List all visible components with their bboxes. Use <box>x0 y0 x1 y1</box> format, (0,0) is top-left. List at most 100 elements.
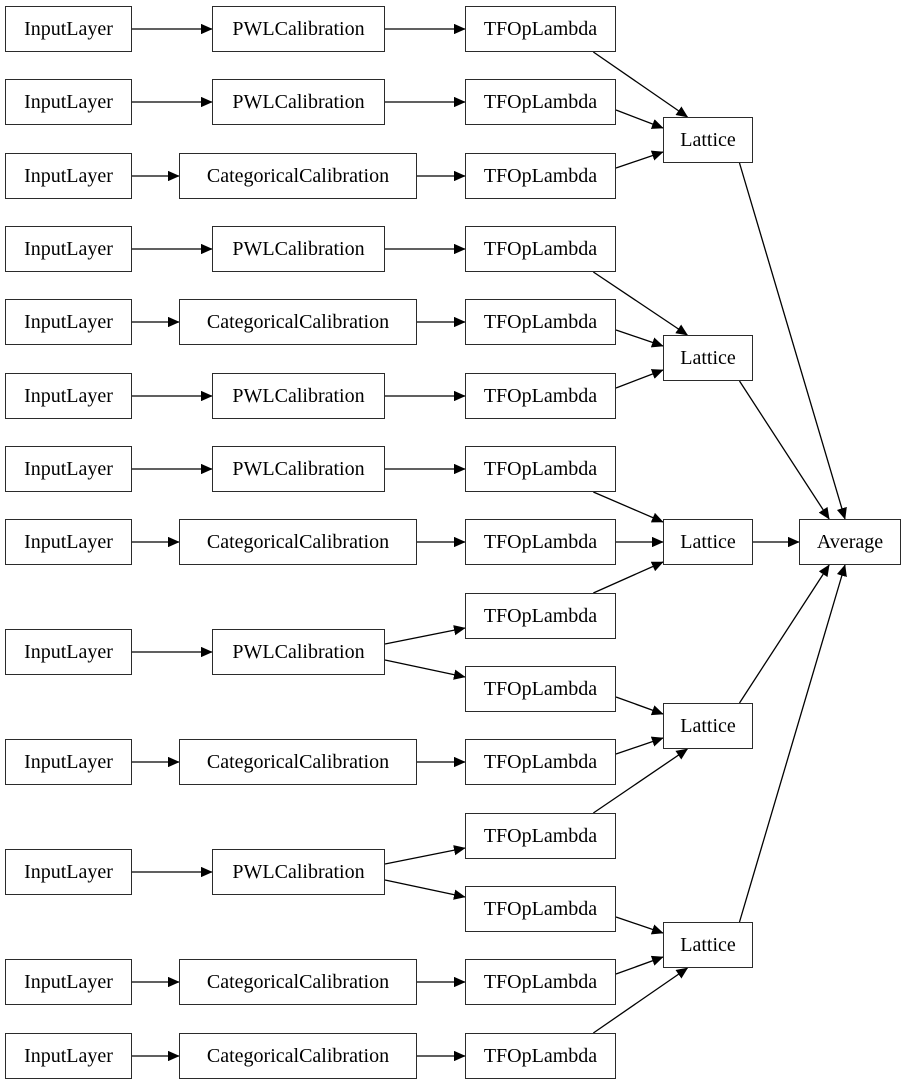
lattice-node: Lattice <box>663 117 753 163</box>
node-label: Lattice <box>680 531 736 553</box>
edge-tf9-lat3 <box>593 561 664 594</box>
node-label: PWLCalibration <box>232 641 365 663</box>
tfoplambda-node: TFOpLambda <box>465 446 616 492</box>
node-label: CategoricalCalibration <box>206 751 390 773</box>
node-label: InputLayer <box>24 385 113 407</box>
edge-tf12-lat4 <box>592 748 688 814</box>
tfoplambda-node: TFOpLambda <box>465 6 616 52</box>
edge-tf14-lat5 <box>615 955 664 975</box>
node-label: TFOpLambda <box>483 458 598 480</box>
node-label: InputLayer <box>24 861 113 883</box>
node-label: InputLayer <box>24 91 113 113</box>
edge-tf1-lat1 <box>592 51 689 118</box>
edge-tf5-lat2 <box>615 329 664 348</box>
categoricalcalibration-node: CategoricalCalibration <box>179 519 417 565</box>
edge-cal11-tf12 <box>384 845 466 865</box>
average-node: Average <box>799 519 901 565</box>
node-label: PWLCalibration <box>232 18 365 40</box>
node-label: PWLCalibration <box>232 91 365 113</box>
node-label: InputLayer <box>24 165 113 187</box>
node-label: TFOpLambda <box>483 91 598 113</box>
inputlayer-node: InputLayer <box>5 849 132 895</box>
categoricalcalibration-node: CategoricalCalibration <box>179 959 417 1005</box>
edge-lat5-avg <box>738 564 847 923</box>
categoricalcalibration-node: CategoricalCalibration <box>179 153 417 199</box>
inputlayer-node: InputLayer <box>5 1033 132 1079</box>
node-label: PWLCalibration <box>232 861 365 883</box>
node-label: TFOpLambda <box>483 605 598 627</box>
edge-tf10-lat4 <box>615 696 664 716</box>
node-label: CategoricalCalibration <box>206 1045 390 1067</box>
node-label: Lattice <box>680 934 736 956</box>
edge-tf7-lat3 <box>593 491 664 523</box>
node-label: PWLCalibration <box>232 385 365 407</box>
inputlayer-node: InputLayer <box>5 959 132 1005</box>
node-label: CategoricalCalibration <box>206 311 390 333</box>
node-label: CategoricalCalibration <box>206 531 390 553</box>
edge-lat2-avg <box>738 380 830 520</box>
lattice-node: Lattice <box>663 335 753 381</box>
node-label: TFOpLambda <box>483 531 598 553</box>
node-label: Average <box>816 531 884 553</box>
inputlayer-node: InputLayer <box>5 79 132 125</box>
edge-tf3-lat1 <box>615 150 664 169</box>
node-label: Lattice <box>680 715 736 737</box>
inputlayer-node: InputLayer <box>5 226 132 272</box>
node-label: TFOpLambda <box>483 971 598 993</box>
tfoplambda-node: TFOpLambda <box>465 519 616 565</box>
node-label: CategoricalCalibration <box>206 971 390 993</box>
tfoplambda-node: TFOpLambda <box>465 666 616 712</box>
edge-tf6-lat2 <box>615 369 664 389</box>
node-label: InputLayer <box>24 458 113 480</box>
edge-lat1-avg <box>738 162 847 520</box>
node-label: InputLayer <box>24 641 113 663</box>
pwlcalibration-node: PWLCalibration <box>212 629 385 675</box>
node-label: CategoricalCalibration <box>206 165 390 187</box>
node-label: TFOpLambda <box>483 18 598 40</box>
node-label: TFOpLambda <box>483 385 598 407</box>
inputlayer-node: InputLayer <box>5 299 132 345</box>
tfoplambda-node: TFOpLambda <box>465 886 616 932</box>
inputlayer-node: InputLayer <box>5 629 132 675</box>
inputlayer-node: InputLayer <box>5 519 132 565</box>
edge-tf11-lat4 <box>615 736 664 755</box>
categoricalcalibration-node: CategoricalCalibration <box>179 299 417 345</box>
lattice-node: Lattice <box>663 703 753 749</box>
lattice-node: Lattice <box>663 519 753 565</box>
node-label: TFOpLambda <box>483 165 598 187</box>
edge-cal11-tf13 <box>384 879 466 900</box>
edge-cal9-tf9 <box>384 625 466 645</box>
pwlcalibration-node: PWLCalibration <box>212 849 385 895</box>
tfoplambda-node: TFOpLambda <box>465 373 616 419</box>
pwlcalibration-node: PWLCalibration <box>212 446 385 492</box>
edge-lat4-avg <box>738 564 830 704</box>
node-label: TFOpLambda <box>483 678 598 700</box>
pwlcalibration-node: PWLCalibration <box>212 226 385 272</box>
pwlcalibration-node: PWLCalibration <box>212 79 385 125</box>
categoricalcalibration-node: CategoricalCalibration <box>179 739 417 785</box>
node-label: PWLCalibration <box>232 238 365 260</box>
node-label: TFOpLambda <box>483 825 598 847</box>
node-label: TFOpLambda <box>483 238 598 260</box>
edge-tf4-lat2 <box>592 271 688 336</box>
node-label: InputLayer <box>24 751 113 773</box>
edge-tf15-lat5 <box>592 967 689 1034</box>
lattice-node: Lattice <box>663 922 753 968</box>
node-label: InputLayer <box>24 311 113 333</box>
inputlayer-node: InputLayer <box>5 153 132 199</box>
inputlayer-node: InputLayer <box>5 739 132 785</box>
edge-cal9-tf10 <box>384 659 466 680</box>
node-label: InputLayer <box>24 238 113 260</box>
tfoplambda-node: TFOpLambda <box>465 739 616 785</box>
node-label: InputLayer <box>24 531 113 553</box>
node-label: Lattice <box>680 129 736 151</box>
tfoplambda-node: TFOpLambda <box>465 593 616 639</box>
inputlayer-node: InputLayer <box>5 373 132 419</box>
node-label: TFOpLambda <box>483 751 598 773</box>
node-label: TFOpLambda <box>483 1045 598 1067</box>
tfoplambda-node: TFOpLambda <box>465 1033 616 1079</box>
node-label: InputLayer <box>24 971 113 993</box>
node-label: PWLCalibration <box>232 458 365 480</box>
